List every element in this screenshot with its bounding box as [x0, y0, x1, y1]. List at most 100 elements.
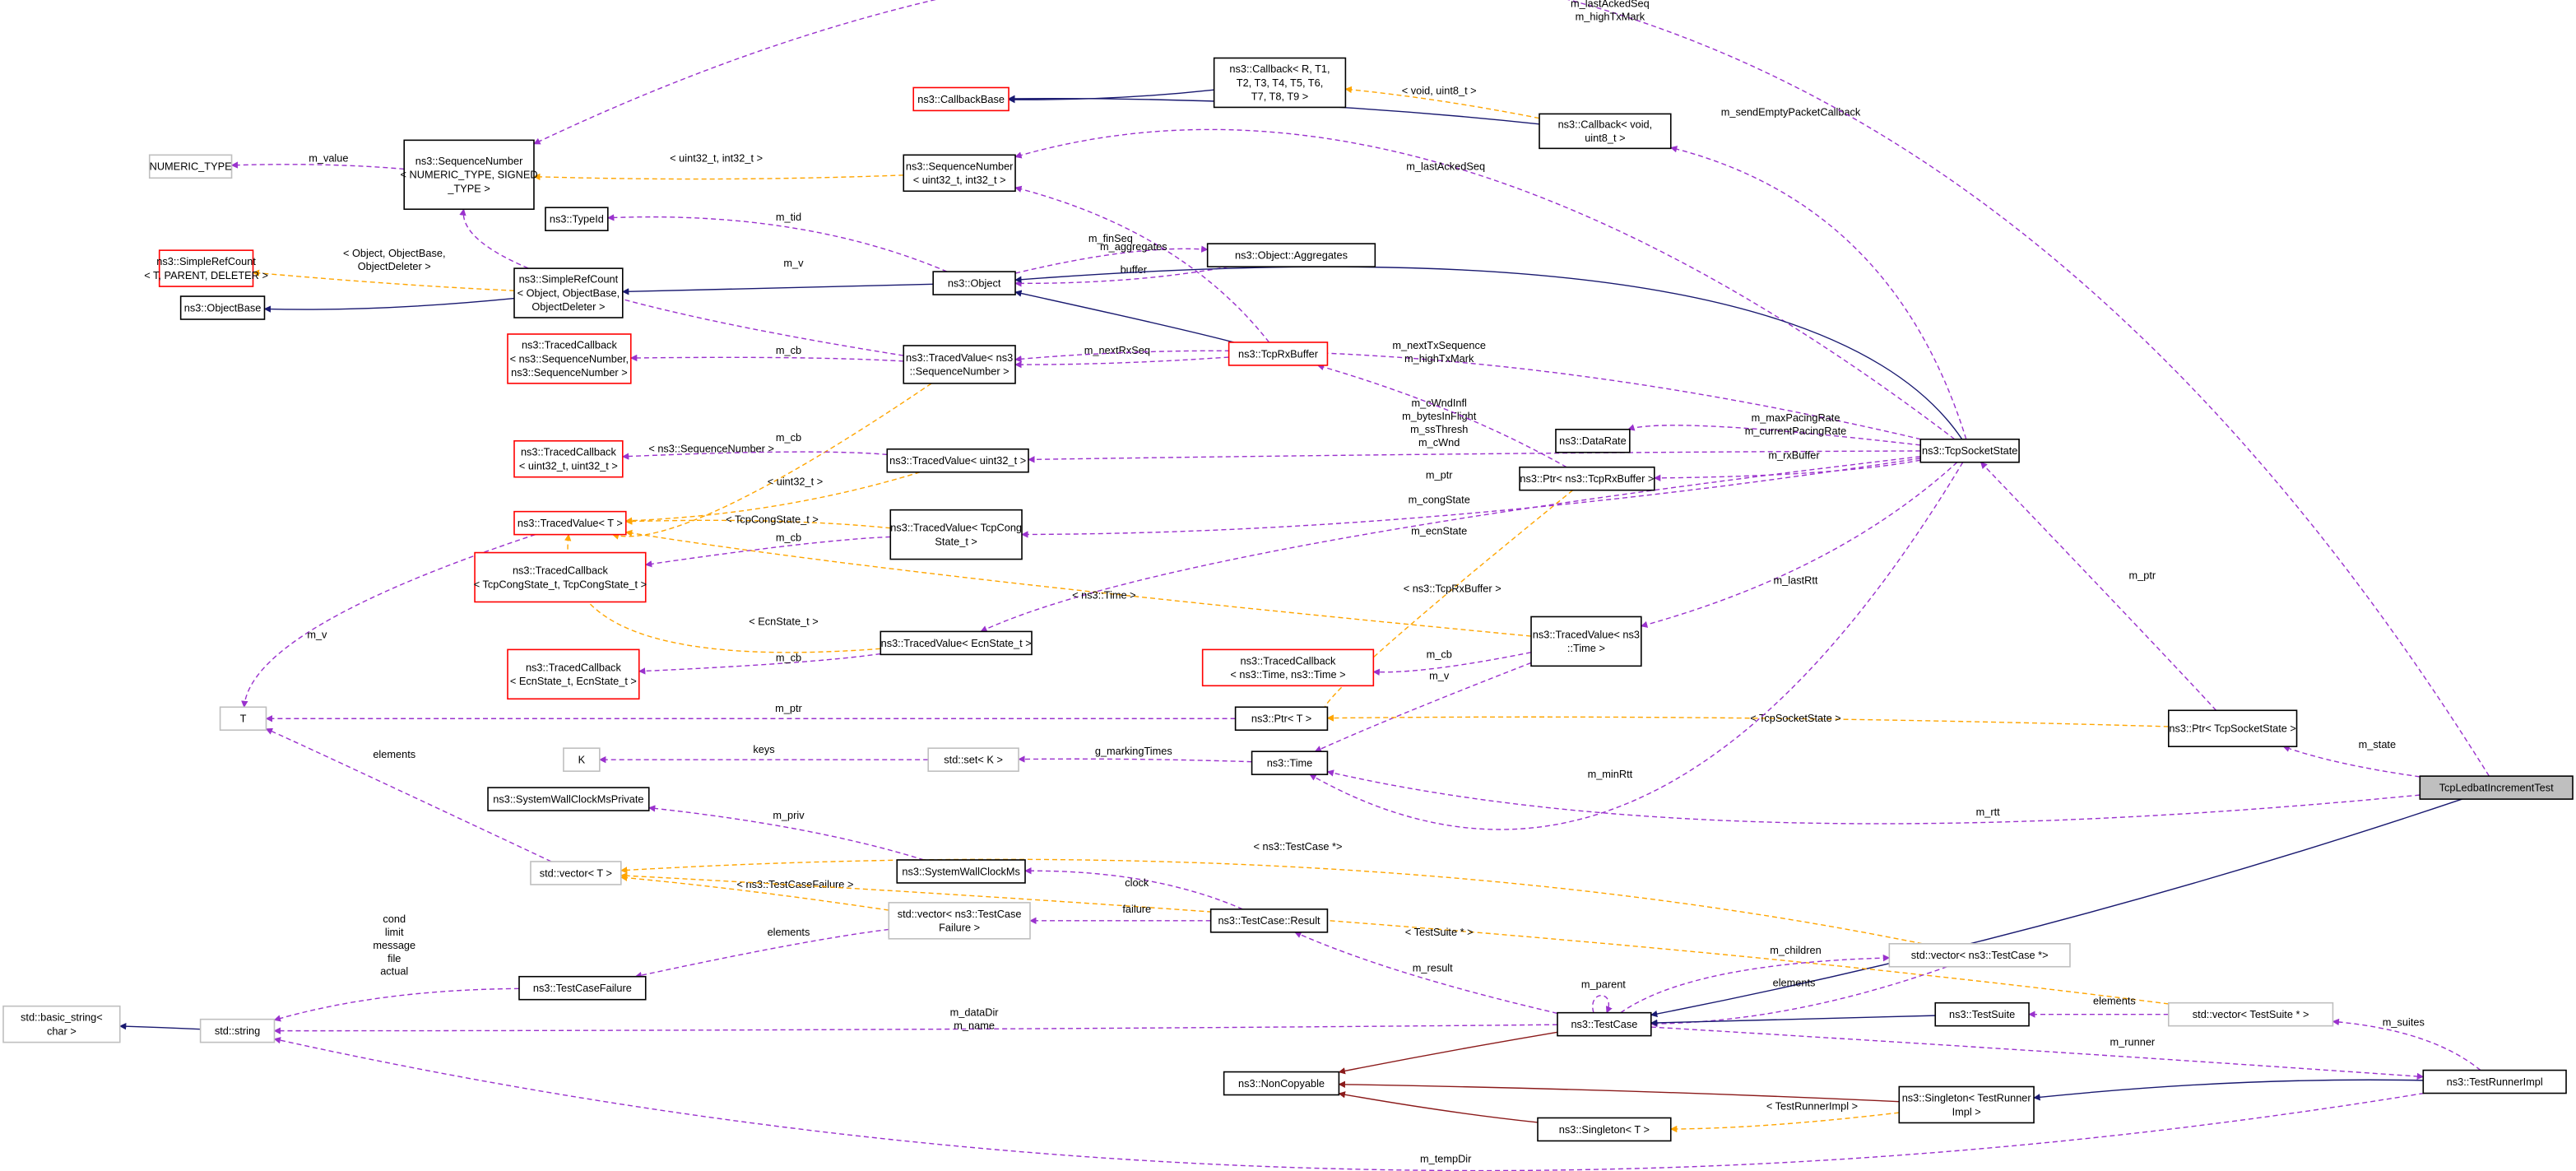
node-box [1209, 908, 1329, 933]
class-node-vecTSstar[interactable]: std::vector< TestSuite * > [2167, 1001, 2334, 1027]
class-node-vecTCstar[interactable]: std::vector< ns3::TestCase *> [1888, 943, 2071, 968]
class-node-seqNumGeneric[interactable]: ns3::SequenceNumber< NUMERIC_TYPE, SIGNE… [401, 139, 538, 211]
class-node-testRunner[interactable]: ns3::TestRunnerImpl [2422, 1069, 2567, 1094]
edge-testCase-to-tcResult: m_result [1294, 932, 1558, 1015]
class-node-tcpRxBuffer[interactable]: ns3::TcpRxBuffer [1228, 342, 1329, 366]
edge-label: m_cb [776, 651, 801, 663]
class-node-seqNumU32[interactable]: ns3::SequenceNumber< uint32_t, int32_t > [903, 154, 1016, 193]
template-edge-line [1326, 714, 2169, 727]
edge-ptrRxBuf-to-tcpRxBuffer: m_ptr [1316, 364, 1567, 481]
class-node-testSuite[interactable]: ns3::TestSuite [1934, 1001, 2030, 1027]
usage-edge-line [1620, 954, 1891, 1014]
usage-edge-line [1372, 652, 1532, 676]
edge-label: elements [768, 926, 810, 938]
class-node-dataRate[interactable]: ns3::DataRate [1555, 429, 1631, 453]
class-node-nonCopyable[interactable]: ns3::NonCopyable [1223, 1071, 1340, 1096]
class-node-ptrTcpSS[interactable]: ns3::Ptr< TcpSocketState > [2167, 709, 2298, 747]
class-node-tvEcn[interactable]: ns3::TracedValue< EcnState_t > [880, 630, 1033, 656]
usage-edge-line [273, 987, 519, 1022]
class-node-stdSetK[interactable]: std::set< K > [927, 747, 1019, 772]
edge-label: m_rtt [1976, 806, 2001, 818]
edge-tcpSocketState-to-ptrRxBuf: m_rxBuffer [1653, 449, 1921, 482]
class-node-callbackR[interactable]: ns3::Callback< R, T1,T2, T3, T4, T5, T6,… [1213, 57, 1347, 109]
class-node-simpleRefT[interactable]: ns3::SimpleRefCount< T, PARENT, DELETER … [144, 249, 268, 287]
class-node-objectBase[interactable]: ns3::ObjectBase [179, 295, 266, 320]
node-label: < TcpCongState_t, TcpCongState_t > [474, 578, 647, 590]
template-edge-line [1669, 1112, 1900, 1133]
node-label: ns3::CallbackBase [917, 93, 1005, 105]
class-node-tcpSocketState[interactable]: ns3::TcpSocketState [1919, 438, 2020, 463]
edge-label: m_nextTxSequence [1392, 339, 1486, 351]
edge-label: m_state [2359, 738, 2396, 750]
edge-label: m_aggregates [1100, 240, 1167, 253]
node-box [1213, 57, 1347, 109]
edge-label: m_parent [1581, 978, 1626, 991]
class-node-sysWall[interactable]: ns3::SystemWallClockMs [896, 859, 1026, 884]
nodes-layer: NUMERIC_TYPE ns3::SequenceNumber< NUMERIC… [2, 57, 2574, 1142]
class-node-tvT[interactable]: ns3::TracedValue< T > [513, 510, 627, 536]
edge-label: m_bytesInFlight [1402, 410, 1477, 422]
usage-edge-line [1669, 146, 1967, 439]
edge-label: m_lastRtt [1774, 574, 1818, 587]
class-node-simpleRefObj[interactable]: ns3::SimpleRefCount< Object, ObjectBase,… [513, 267, 624, 318]
class-node-tvCong[interactable]: ns3::TracedValue< TcpCongState_t > [889, 509, 1023, 560]
node-box [1251, 750, 1329, 775]
edge-ledbat-to-time: m_rtt [1326, 769, 2421, 825]
node-label: ns3::SimpleRefCount [519, 273, 619, 286]
usage-edge-line [459, 208, 904, 356]
node-label: ns3::TracedValue< ns3 [906, 351, 1013, 364]
class-node-tcTime[interactable]: ns3::TracedCallback< ns3::Time, ns3::Tim… [1201, 648, 1375, 687]
usage-edge-line [1980, 462, 2217, 711]
edge-testRunner-to-string: m_tempDir [273, 1037, 2425, 1171]
node-box [880, 630, 1033, 656]
class-node-aggregates[interactable]: ns3::Object::Aggregates [1206, 243, 1376, 267]
class-node-testCase[interactable]: ns3::TestCase [1557, 1011, 1652, 1037]
edge-seqNumGeneric-to-numericType: m_value [230, 151, 405, 170]
class-node-singletonT[interactable]: ns3::Singleton< T > [1537, 1117, 1672, 1142]
node-box [1888, 943, 2071, 968]
class-node-basicString[interactable]: std::basic_string<char > [2, 1005, 121, 1043]
edge-label: elements [2093, 995, 2136, 1007]
edge-label: m_v [307, 628, 327, 640]
class-node-tcU32[interactable]: ns3::TracedCallback< uint32_t, uint32_t … [513, 439, 624, 478]
class-node-tcFailure[interactable]: ns3::TestCaseFailure [518, 975, 647, 1001]
node-box [474, 551, 647, 603]
class-node-object[interactable]: ns3::Object [932, 271, 1016, 295]
class-node-stdVecT[interactable]: std::vector< T > [530, 861, 622, 885]
usage-edge-line [1650, 1026, 2425, 1080]
edge-label: elements [373, 748, 415, 760]
class-node-string[interactable]: std::string [199, 1018, 276, 1043]
private-edge-line [1338, 1091, 1539, 1123]
class-node-tvSeq[interactable]: ns3::TracedValue< ns3::SequenceNumber > [903, 345, 1016, 384]
edge-label: < ns3::Time > [1072, 588, 1136, 601]
edge-label: m_result [1413, 962, 1453, 974]
class-node-time[interactable]: ns3::Time [1251, 750, 1329, 775]
node-box [158, 249, 254, 287]
class-node-ptrRxBuf[interactable]: ns3::Ptr< ns3::TcpRxBuffer > [1519, 466, 1655, 491]
node-label: ns3::TracedValue< uint32_t > [889, 454, 1026, 467]
class-node-tvU32[interactable]: ns3::TracedValue< uint32_t > [886, 448, 1029, 473]
edge-tvTime-to-time: m_v [1314, 662, 1532, 752]
class-node-callbackBase[interactable]: ns3::CallbackBase [912, 86, 1010, 112]
class-node-ptrT[interactable]: ns3::Ptr< T > [1234, 706, 1329, 732]
class-node-K[interactable]: K [563, 747, 601, 772]
class-node-tcResult[interactable]: ns3::TestCase::Result [1209, 908, 1329, 933]
class-node-vecTCF[interactable]: std::vector< ns3::TestCaseFailure > [888, 902, 1031, 940]
class-node-numericType[interactable]: NUMERIC_TYPE [148, 154, 233, 179]
class-node-ledbat[interactable]: TcpLedbatIncrementTest [2419, 775, 2574, 800]
node-label: ns3::TestRunnerImpl [2447, 1076, 2543, 1088]
class-node-singletonTR[interactable]: ns3::Singleton< TestRunnerImpl > [1898, 1085, 2035, 1124]
class-node-tcCong[interactable]: ns3::TracedCallback< TcpCongState_t, Tcp… [474, 551, 647, 603]
class-node-typeId[interactable]: ns3::TypeId [545, 207, 609, 231]
class-node-sysWallPriv[interactable]: ns3::SystemWallClockMsPrivate [487, 787, 650, 811]
class-node-tcSeq[interactable]: ns3::TracedCallback< ns3::SequenceNumber… [507, 333, 632, 384]
usage-edge-line [634, 928, 889, 979]
class-node-tvTime[interactable]: ns3::TracedValue< ns3::Time > [1530, 616, 1642, 667]
template-edge-line [620, 872, 2169, 1005]
node-box [927, 747, 1019, 772]
class-node-tcEcn[interactable]: ns3::TracedCallback< EcnState_t, EcnStat… [507, 648, 640, 700]
usage-edge-line [980, 456, 1921, 633]
class-node-callbackVoid[interactable]: ns3::Callback< void,uint8_t > [1539, 113, 1672, 150]
class-node-T[interactable]: T [219, 706, 267, 732]
